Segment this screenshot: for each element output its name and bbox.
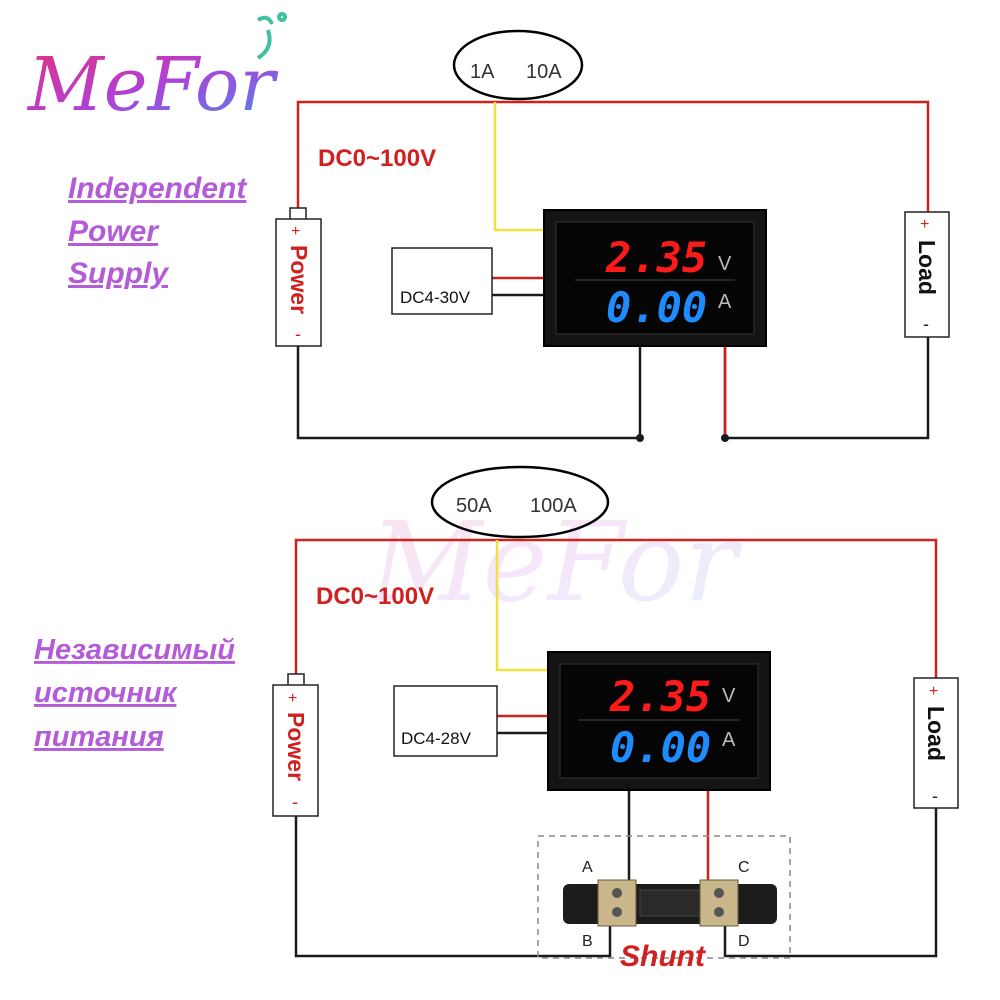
bottom-load: + - Load [913, 677, 959, 809]
terminal-c: C [738, 859, 750, 876]
bottom-power-label: Power [283, 712, 309, 781]
top-power-source: + - Power [275, 207, 322, 347]
brand-logo: MeFor [26, 12, 288, 128]
terminal-a: A [582, 859, 593, 876]
bottom-voltage-display: 2.35 [609, 672, 711, 721]
bottom-range-100a: 100A [530, 495, 577, 517]
bottom-aux-supply-label: DC4-28V [401, 729, 472, 748]
bottom-supply-note: Независимый источник питания [34, 634, 235, 753]
bottom-voltage-range: DC0~100V [316, 583, 434, 610]
terminal-d: D [738, 933, 750, 950]
svg-text:-: - [932, 786, 938, 806]
svg-text:-: - [295, 324, 301, 344]
bottom-yellow-wire [495, 540, 550, 672]
svg-text:Power: Power [68, 215, 160, 248]
bottom-range-50a: 50A [456, 495, 492, 517]
top-supply-note: Independent Power Supply [68, 172, 248, 290]
bottom-meter: 2.35 V 0.00 A [547, 651, 771, 791]
top-black-wire-load [723, 336, 930, 440]
top-load: + - Load [904, 211, 950, 338]
top-range-ellipse [452, 29, 584, 101]
top-current-display: 0.00 [606, 283, 707, 332]
bottom-power-source: + - Power [272, 673, 319, 817]
svg-text:+: + [920, 216, 929, 233]
logo-text: MeFor [26, 42, 279, 128]
top-unit-v: V [718, 253, 732, 275]
top-circuit: 1A 10A DC0~100V Independent Power Supply… [68, 29, 950, 442]
top-yellow-wire [493, 102, 546, 232]
top-unit-a: A [718, 291, 732, 313]
top-range-1a: 1A [470, 61, 495, 83]
top-aux-supply-box [391, 247, 493, 315]
top-black-wire-power [296, 340, 642, 440]
svg-text:+: + [288, 690, 297, 707]
svg-text:-: - [292, 792, 298, 812]
bottom-aux-supply-box [393, 685, 498, 757]
top-red-wire [296, 100, 930, 212]
svg-text:-: - [923, 314, 929, 334]
svg-text:Независимый: Независимый [34, 634, 235, 666]
bottom-current-display: 0.00 [610, 723, 711, 772]
bottom-load-label: Load [923, 706, 949, 761]
bottom-range-ellipse [430, 465, 610, 539]
top-voltage-display: 2.35 [605, 233, 707, 282]
top-power-label: Power [286, 245, 312, 314]
bottom-black-wire-load [723, 808, 938, 958]
svg-text:источник: источник [34, 677, 178, 709]
bottom-red-wire [294, 538, 938, 680]
svg-text:+: + [291, 223, 300, 240]
shunt [563, 879, 777, 927]
shunt-label: Shunt [620, 940, 707, 973]
svg-text:Independent: Independent [68, 172, 248, 205]
svg-text:Supply: Supply [68, 257, 169, 290]
svg-text:+: + [929, 683, 938, 700]
shunt-frame [537, 835, 791, 959]
top-load-label: Load [914, 240, 940, 295]
watermark-logo: MeFor [368, 498, 743, 626]
svg-text:питания: питания [34, 721, 164, 753]
bottom-black-wire-power [294, 814, 612, 958]
svg-text:MeFor: MeFor [368, 498, 743, 626]
top-meter: 2.35 V 0.00 A [543, 209, 767, 347]
top-range-10a: 10A [526, 61, 562, 83]
bottom-unit-v: V [722, 685, 736, 707]
top-aux-supply-label: DC4-30V [400, 288, 471, 307]
top-voltage-range: DC0~100V [318, 145, 436, 172]
bottom-circuit: 50A 100A DC0~100V Независимый источник п… [34, 465, 959, 973]
bottom-unit-a: A [722, 729, 736, 751]
terminal-b: B [582, 933, 593, 950]
